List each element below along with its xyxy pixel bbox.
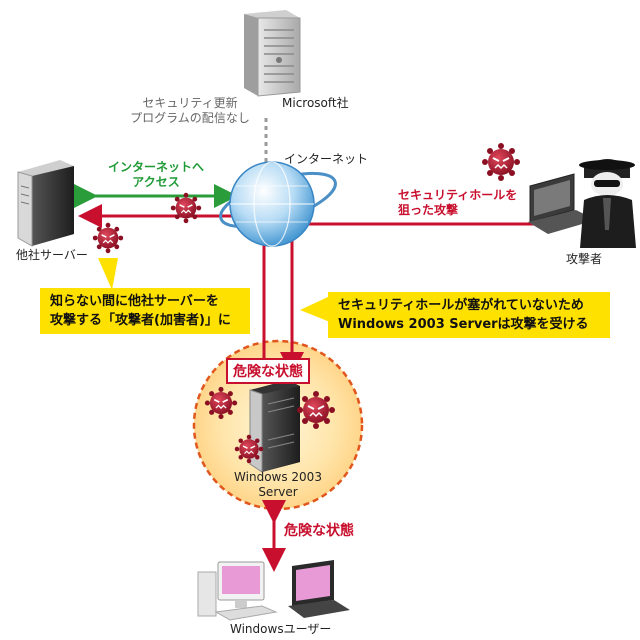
laptop-icon	[288, 560, 350, 618]
attacker-icon	[528, 159, 636, 248]
attacker-label: 攻撃者	[566, 252, 603, 266]
callout-left-pointer	[98, 258, 118, 290]
server-tower-icon	[244, 10, 301, 97]
virus-icon	[92, 222, 124, 254]
danger-side-label: 危険な状態	[284, 523, 354, 539]
windows-server-label: Windows 2003 Server	[234, 470, 322, 499]
callout-right-pointer	[300, 296, 330, 322]
globe-icon	[219, 161, 337, 247]
hole-attack-label: セキュリティホールを 狙った攻撃	[398, 188, 518, 217]
callout-right: セキュリティホールが塞がれていないため Windows 2003 Serverは…	[328, 292, 610, 338]
microsoft-label: Microsoft社	[282, 96, 349, 110]
danger-status-badge: 危険な状態	[226, 358, 310, 384]
windows-user-label: Windowsユーザー	[230, 622, 332, 636]
other-server-label: 他社サーバー	[16, 248, 88, 262]
internet-access-label: インターネットへ アクセス	[107, 160, 204, 189]
desktop-pc-icon	[197, 561, 278, 621]
no-update-label: セキュリティ更新 プログラムの配信なし	[130, 96, 250, 125]
virus-icon	[481, 142, 521, 182]
callout-left: 知らない間に他社サーバーを 攻撃する「攻撃者(加害者)」に	[40, 288, 250, 334]
other-server-icon	[17, 160, 74, 247]
internet-label: インターネット	[284, 152, 369, 166]
